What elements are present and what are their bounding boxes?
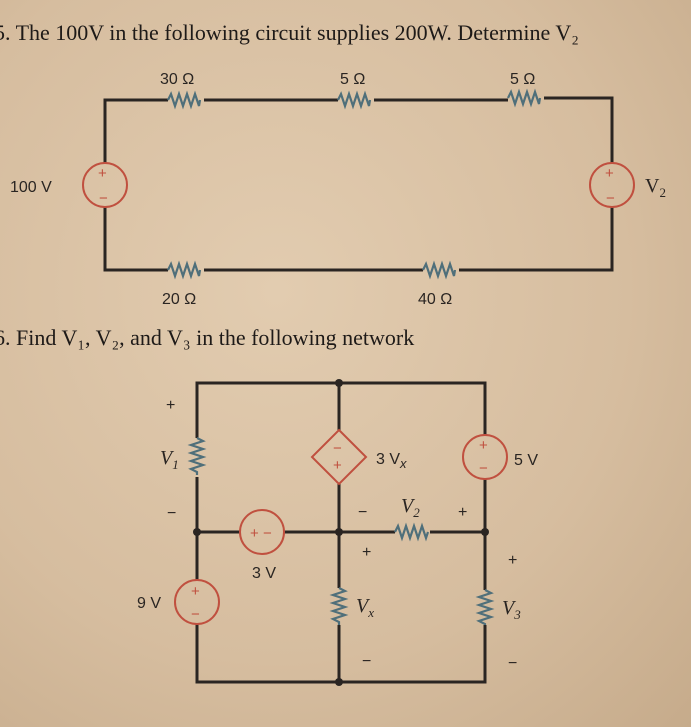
v1-minus: − xyxy=(167,505,176,522)
minus-sign: − xyxy=(606,190,615,207)
minus-sign: − xyxy=(333,440,342,457)
plus-sign: + xyxy=(191,583,200,600)
label-v2: V2 xyxy=(401,495,420,520)
vx-plus: + xyxy=(362,544,371,561)
plus-sign: + xyxy=(605,165,614,182)
v1-plus: + xyxy=(166,397,175,414)
plus-sign: + xyxy=(479,437,488,454)
v3-plus: + xyxy=(508,552,517,569)
label-40: 40 Ω xyxy=(418,291,452,308)
minus-sign: − xyxy=(191,606,200,623)
v3-minus: − xyxy=(508,655,517,672)
label-20: 20 Ω xyxy=(162,291,196,308)
plus-sign: + xyxy=(250,525,259,542)
plus-sign: + xyxy=(333,457,342,474)
label-9v: 9 V xyxy=(137,595,161,612)
problem-6-text: 6. Find V₁, V₂, and V₃ in the following … xyxy=(0,325,415,350)
resistor-vx xyxy=(329,587,349,625)
plus-sign: + xyxy=(98,165,107,182)
label-v2: V2 xyxy=(645,175,666,200)
minus-sign: − xyxy=(479,460,488,477)
resistor-5a xyxy=(337,90,372,110)
resistor-30 xyxy=(167,90,202,110)
problem-5-text: 5. The 100V in the following circuit sup… xyxy=(0,20,579,45)
label-5b: 5 Ω xyxy=(510,71,535,88)
label-vx: Vx xyxy=(356,595,374,620)
voltage-source-100v xyxy=(82,162,128,208)
resistor-v2 xyxy=(394,522,430,542)
v2-minus: − xyxy=(358,504,367,521)
resistor-20 xyxy=(167,260,202,280)
label-30: 30 Ω xyxy=(160,71,194,88)
v2-plus: + xyxy=(458,504,467,521)
voltage-source-3v xyxy=(239,509,285,555)
voltage-source-5v xyxy=(462,434,508,480)
label-v3: V3 xyxy=(502,597,521,622)
label-5a: 5 Ω xyxy=(340,71,365,88)
vx-minus: − xyxy=(362,653,371,670)
label-3vx: 3 Vx xyxy=(376,451,407,471)
resistor-40 xyxy=(422,260,457,280)
resistor-v1 xyxy=(187,437,207,475)
resistor-5b xyxy=(507,88,542,108)
minus-sign: − xyxy=(263,525,272,542)
circuit-1: 30 Ω 5 Ω 5 Ω 20 Ω 40 Ω + − 100 V + − V2 xyxy=(10,71,666,308)
circuit-2: − + + − + − + − + − V1 3 Vx 5 V 3 V 9 V … xyxy=(137,379,538,686)
label-3v: 3 V xyxy=(252,565,276,582)
label-5v: 5 V xyxy=(514,452,538,469)
minus-sign: − xyxy=(99,190,108,207)
voltage-source-9v xyxy=(174,579,220,625)
label-100v: 100 V xyxy=(10,179,52,196)
label-v1: V1 xyxy=(160,447,179,472)
voltage-source-v2 xyxy=(589,162,635,208)
dependent-source-3vx xyxy=(310,428,368,486)
resistor-v3 xyxy=(475,589,495,625)
